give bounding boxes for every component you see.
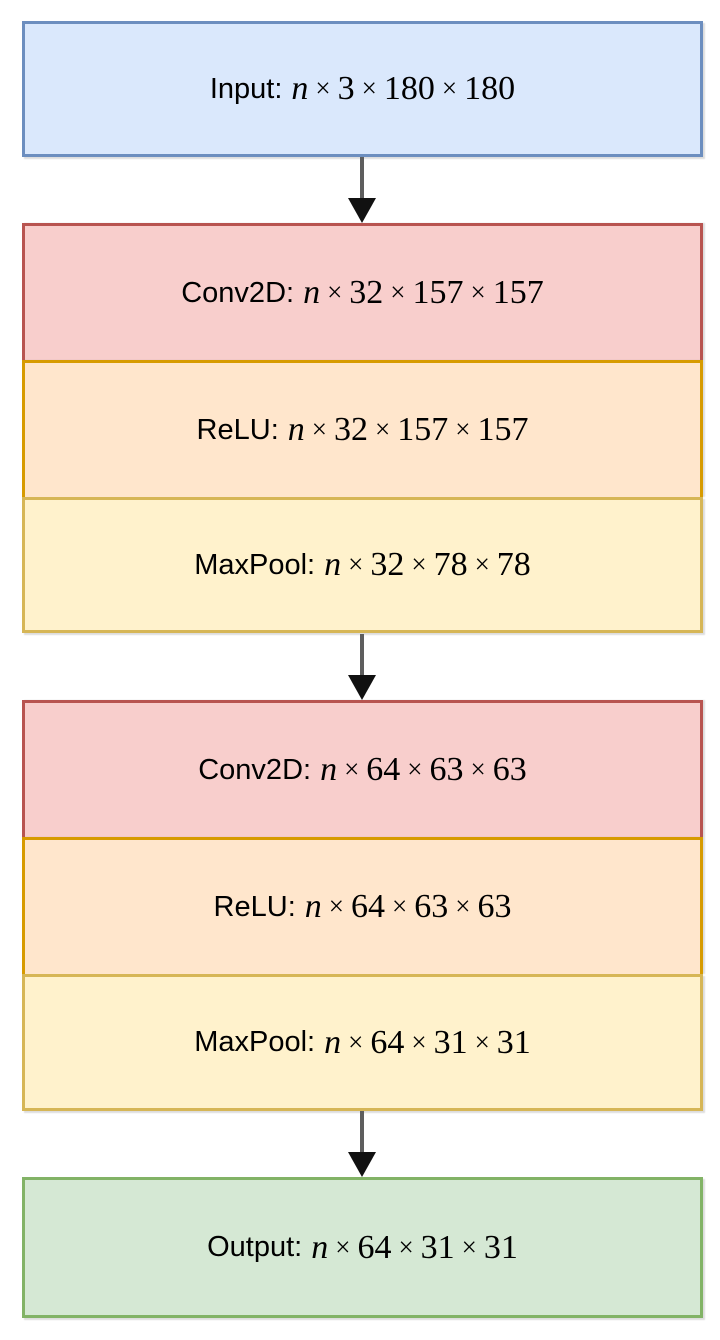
node-conv2d-1-label: Conv2D: bbox=[181, 276, 295, 309]
flow-arrow-down bbox=[348, 634, 376, 700]
node-relu-2: ReLU: n×64×63×63 bbox=[22, 837, 703, 974]
arrow-head-icon bbox=[348, 675, 376, 700]
node-maxpool-2: MaxPool: n×64×31×31 bbox=[22, 974, 703, 1111]
node-relu-1: ReLU: n×32×157×157 bbox=[22, 360, 703, 497]
node-relu-1-label: ReLU: bbox=[196, 413, 279, 446]
node-input-shape: n×3×180×180 bbox=[291, 70, 516, 107]
node-conv2d-2: Conv2D: n×64×63×63 bbox=[22, 700, 703, 837]
node-maxpool-2-shape: n×64×31×31 bbox=[324, 1023, 531, 1061]
node-maxpool-2-label: MaxPool: bbox=[194, 1026, 316, 1058]
arrow-head-icon bbox=[348, 1152, 376, 1177]
node-relu-2-label: ReLU: bbox=[213, 890, 296, 923]
node-conv2d-1-shape: n×32×157×157 bbox=[303, 274, 544, 311]
node-output-label: Output: bbox=[207, 1231, 303, 1263]
node-maxpool-1: MaxPool: n×32×78×78 bbox=[22, 497, 703, 633]
node-maxpool-1-label: MaxPool: bbox=[194, 548, 316, 581]
node-conv2d-2-label: Conv2D: bbox=[198, 753, 312, 786]
node-input: Input: n×3×180×180 bbox=[22, 21, 703, 157]
node-output: Output: n×64×31×31 bbox=[22, 1177, 703, 1318]
arrow-head-icon bbox=[348, 198, 376, 223]
node-conv2d-2-shape: n×64×63×63 bbox=[320, 751, 527, 788]
node-conv2d-1: Conv2D: n×32×157×157 bbox=[22, 223, 703, 360]
node-maxpool-1-shape: n×32×78×78 bbox=[324, 546, 531, 583]
node-input-label: Input: bbox=[209, 72, 283, 105]
flow-arrow-down bbox=[348, 157, 376, 223]
node-relu-2-shape: n×64×63×63 bbox=[304, 888, 512, 925]
node-output-shape: n×64×31×31 bbox=[311, 1228, 518, 1266]
flow-arrow-down bbox=[348, 1111, 376, 1177]
node-relu-1-shape: n×32×157×157 bbox=[287, 411, 529, 448]
